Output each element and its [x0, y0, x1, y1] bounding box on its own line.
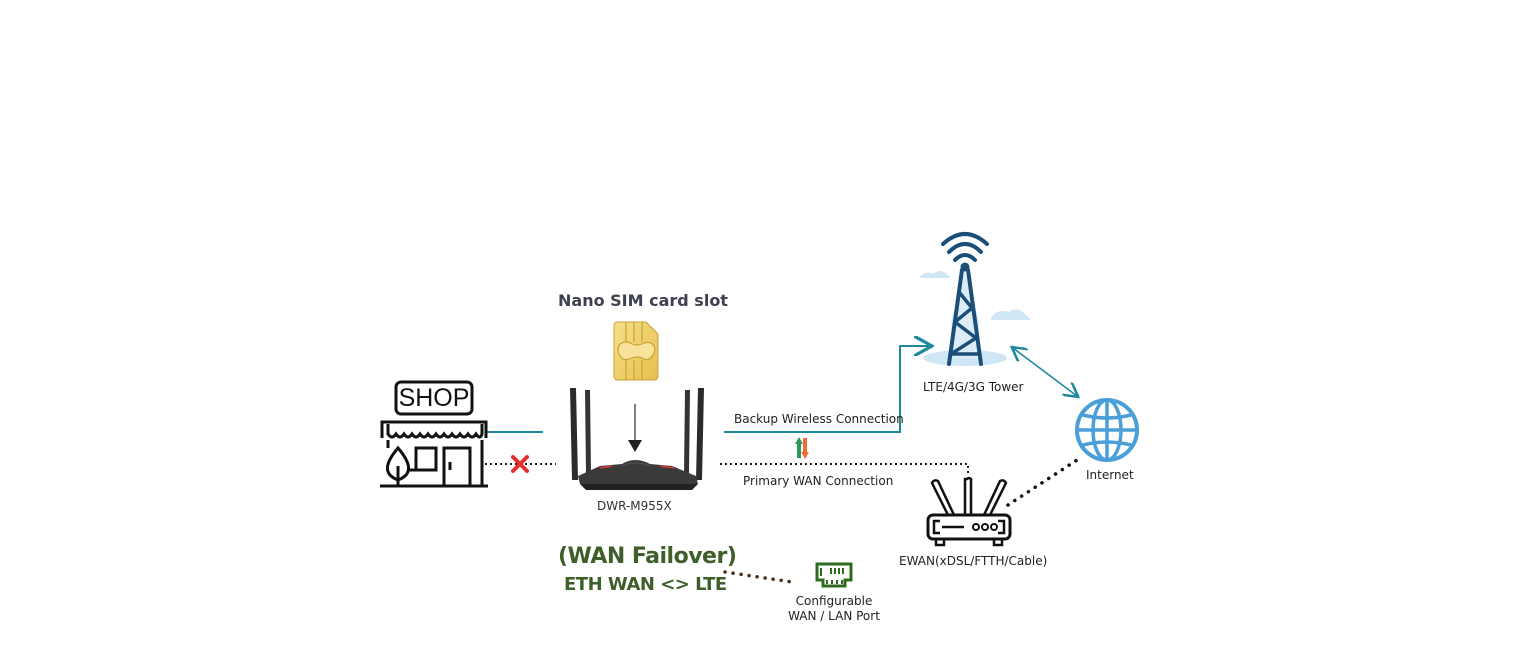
sim-slot-title: Nano SIM card slot [558, 291, 728, 310]
ewan-internet-dotted-line [1006, 458, 1079, 507]
failover-port-dotted-line [723, 570, 794, 584]
tower-internet-link [1013, 348, 1077, 396]
lte-router-image [570, 388, 704, 490]
red-x-icon [511, 455, 529, 473]
shop-sign-label: SHOP [398, 384, 470, 412]
backup-connection-label: Backup Wireless Connection [734, 412, 904, 426]
port-label-line2: WAN / LAN Port [788, 609, 880, 623]
ewan-label: EWAN(xDSL/FTTH/Cable) [899, 554, 1048, 568]
shop-icon [380, 380, 488, 488]
swap-arrows-icon [795, 437, 809, 459]
port-label-line1: Configurable [795, 594, 873, 608]
sim-card-icon [613, 321, 659, 381]
wifi-router-icon [926, 476, 1012, 547]
backup-wireless-line [724, 346, 930, 433]
primary-wan-dotted-line [720, 463, 969, 475]
cell-tower-icon [919, 232, 1031, 366]
ethernet-port-icon [815, 562, 853, 588]
primary-connection-label: Primary WAN Connection [743, 474, 894, 488]
internet-label: Internet [1086, 468, 1134, 482]
globe-icon [1075, 398, 1139, 462]
router-model-label: DWR-M955X [597, 499, 672, 513]
tower-label: LTE/4G/3G Tower [923, 380, 1024, 394]
failover-subtitle: ETH WAN <> LTE [564, 574, 727, 595]
failover-title: (WAN Failover) [558, 544, 737, 569]
